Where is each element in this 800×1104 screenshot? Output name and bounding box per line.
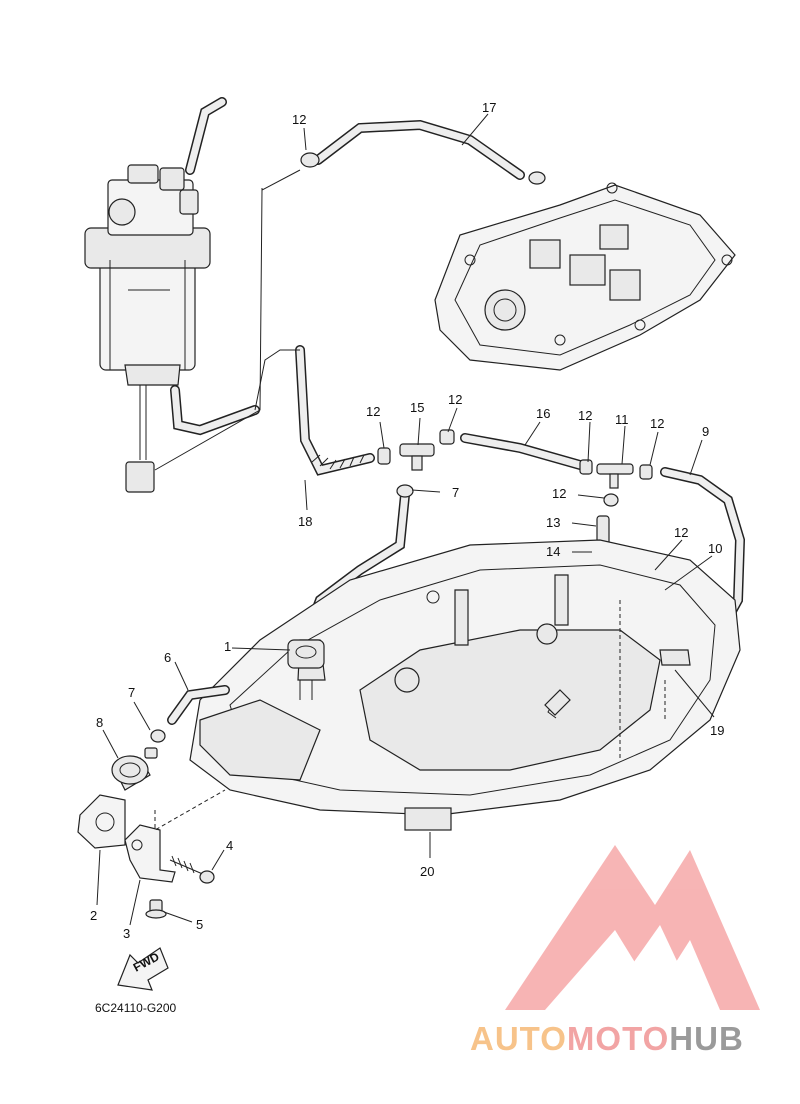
cap-8 xyxy=(111,747,158,791)
callout-8: 8 xyxy=(96,715,103,730)
callout-12-d: 12 xyxy=(650,416,664,431)
watermark-part-moto: MOTO xyxy=(566,1020,670,1057)
grommet-1 xyxy=(287,639,325,700)
callout-3: 3 xyxy=(123,926,130,941)
hose-17 xyxy=(300,119,546,185)
callout-18: 18 xyxy=(298,514,312,529)
callout-12-a: 12 xyxy=(366,404,380,419)
callout-7-upper: 7 xyxy=(452,485,459,500)
watermark-text: AUTOMOTOHUB xyxy=(470,1020,744,1058)
screw-4 xyxy=(169,855,215,884)
vapor-separator-assembly xyxy=(84,97,260,493)
callout-labels: 1 2 3 4 5 6 7 7 8 9 10 11 12 12 12 12 12… xyxy=(90,100,724,941)
bolt-5 xyxy=(145,899,167,919)
joint-11 xyxy=(596,463,653,489)
callout-12-top: 12 xyxy=(292,112,306,127)
bottom-cowling xyxy=(189,539,741,831)
callout-14: 14 xyxy=(546,544,560,559)
watermark-part-auto: AUTO xyxy=(470,1020,567,1057)
callout-17: 17 xyxy=(482,100,496,115)
callout-10: 10 xyxy=(708,541,722,556)
clamp-7-lower xyxy=(150,729,166,743)
bracket-3 xyxy=(124,824,176,883)
callout-5: 5 xyxy=(196,917,203,932)
callout-7-lower: 7 xyxy=(128,685,135,700)
flushing-connector-2 xyxy=(77,794,126,849)
diagram-code: 6C24110-G200 xyxy=(95,1001,176,1015)
callout-19: 19 xyxy=(710,723,724,738)
watermark-logo-icon xyxy=(505,845,760,1010)
joint-15 xyxy=(377,429,455,471)
callout-12-f: 12 xyxy=(674,525,688,540)
hose-16 xyxy=(460,433,593,475)
callout-13: 13 xyxy=(546,515,560,530)
callout-11: 11 xyxy=(615,412,629,427)
callout-12-c: 12 xyxy=(578,408,592,423)
fwd-arrow-icon: FWD xyxy=(117,947,169,991)
hose-18 xyxy=(254,345,375,476)
upper-plate xyxy=(434,182,736,371)
callout-9: 9 xyxy=(702,424,709,439)
callout-1: 1 xyxy=(224,639,231,654)
callout-12-b: 12 xyxy=(448,392,462,407)
callout-16: 16 xyxy=(536,406,550,421)
callout-15: 15 xyxy=(410,400,424,415)
callout-2: 2 xyxy=(90,908,97,923)
watermark-part-hub: HUB xyxy=(669,1020,744,1057)
hose-6 xyxy=(167,685,230,725)
leader-lines xyxy=(96,113,715,926)
clamp-12-lower xyxy=(603,493,619,507)
callout-20: 20 xyxy=(420,864,434,879)
callout-12-e: 12 xyxy=(552,486,566,501)
callout-6: 6 xyxy=(164,650,171,665)
callout-4: 4 xyxy=(226,838,233,853)
